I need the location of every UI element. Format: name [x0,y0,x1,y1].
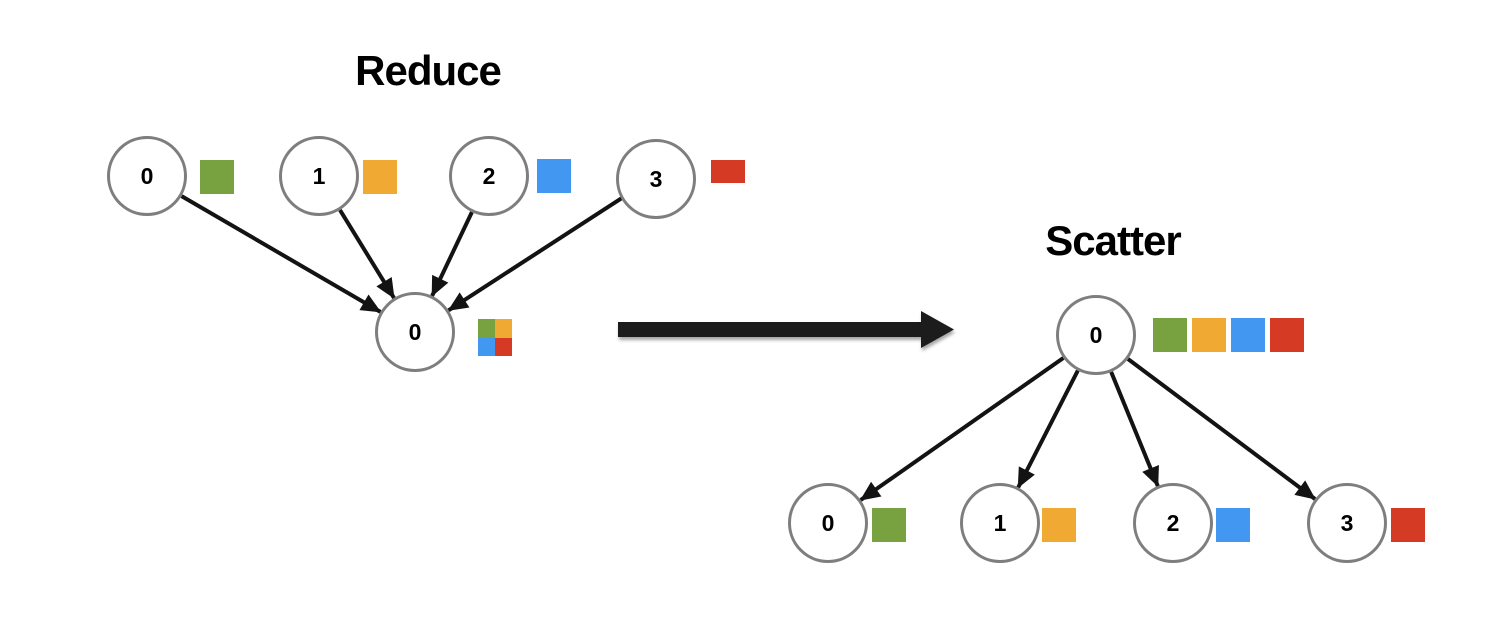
scatter-root-node-label: 0 [1089,321,1103,348]
scatter-chip-red [1391,508,1425,542]
scatter-buffer-cell-green [1153,318,1187,352]
reduce-buffer-cell-green [478,319,495,338]
reduce-root-node: 0 [375,292,455,372]
reduce-edge-3 [447,196,624,312]
scatter-target-node-3: 3 [1307,483,1387,563]
reduce-edge-1 [338,209,396,299]
scatter-target-node-2-label: 2 [1166,509,1180,536]
transform-arrow-shaft [618,322,921,337]
scatter-buffer-cell-red [1270,318,1304,352]
scatter-chip-blue [1216,508,1250,542]
scatter-edge-3 [1126,357,1317,501]
reduce-buffer-cell-red [495,337,512,356]
reduce-chip-green [200,160,234,194]
reduce-source-node-0: 0 [107,136,187,216]
scatter-target-node-1-label: 1 [993,509,1007,536]
scatter-target-node-2: 2 [1133,483,1213,563]
scatter-chip-orange [1042,508,1076,542]
reduce-source-node-1-label: 1 [312,162,326,189]
reduce-source-node-3: 3 [616,139,696,219]
reduce-source-node-2-label: 2 [482,162,496,189]
reduce-source-node-1: 1 [279,136,359,216]
reduce-edge-0 [180,194,382,314]
reduce-buffer-cell-orange [495,319,512,338]
reduce-buffer-cell-blue [478,337,495,356]
reduce-chip-orange [363,160,397,194]
scatter-buffer-cell-blue [1231,318,1265,352]
scatter-source-buffer [1153,318,1304,352]
scatter-title: Scatter [1045,217,1181,264]
reduce-edge-2 [430,211,474,297]
reduce-source-node-0-label: 0 [140,162,154,189]
reduce-chip-red [711,160,745,183]
scatter-edge-2 [1109,371,1160,487]
reduce-title: Reduce [355,47,502,94]
scatter-target-node-0-label: 0 [821,509,835,536]
reduce-result-buffer [478,319,512,356]
scatter-chip-green [872,508,906,542]
reduce-source-node-3-label: 3 [649,165,663,192]
scatter-edge-0 [859,356,1065,502]
reduce-source-node-2: 2 [449,136,529,216]
scatter-buffer-cell-orange [1192,318,1226,352]
scatter-target-node-1: 1 [960,483,1040,563]
scatter-edge-1 [1016,369,1080,489]
reduce-chip-blue [537,159,571,193]
transform-arrow-head [921,311,954,348]
transform-arrow [618,311,954,348]
scatter-target-node-3-label: 3 [1340,509,1354,536]
scatter-target-node-0: 0 [788,483,868,563]
scatter-root-node: 0 [1056,295,1136,375]
reduce-root-node-label: 0 [408,318,422,345]
